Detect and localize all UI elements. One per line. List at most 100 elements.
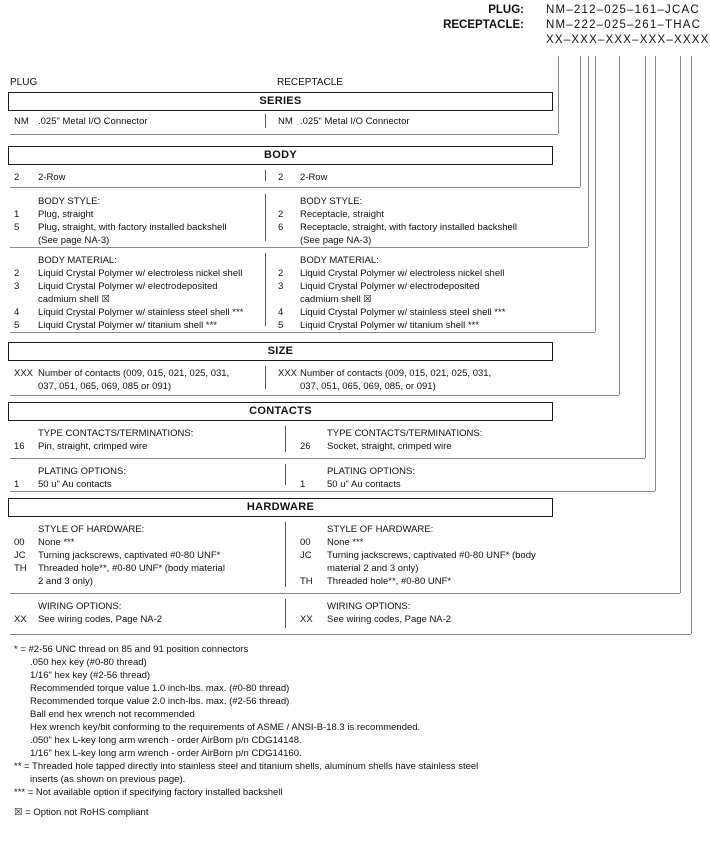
section-header-contacts: CONTACTS: [8, 402, 553, 421]
pointer-line: [645, 56, 646, 458]
pointer-line: [655, 56, 656, 491]
option-description: Liquid Crystal Polymer w/ electrodeposit…: [38, 281, 218, 305]
pointer-line: [595, 56, 596, 332]
option-code: 5: [278, 320, 284, 331]
option-description: Liquid Crystal Polymer w/ electrodeposit…: [300, 281, 480, 305]
part-number-mask-row: XX–XXX–XXX–XXX–XXXX: [443, 34, 708, 49]
block-heading: BODY MATERIAL:: [38, 255, 117, 266]
option-row: TH Threaded hole**, #0-80 UNF* (body mate…: [10, 562, 266, 588]
pointer-rule: [10, 458, 645, 459]
size-left-column: XXX Number of contacts (009, 015, 021, 02…: [10, 364, 266, 393]
pointer-rule: [10, 395, 619, 396]
option-description: .025" Metal I/O Connector: [300, 116, 410, 127]
pointer-rule: [10, 247, 588, 248]
column-divider: [265, 194, 266, 241]
column-divider: [285, 599, 286, 628]
option-description: Liquid Crystal Polymer w/ electroless ni…: [300, 268, 505, 279]
column-divider: [265, 253, 266, 326]
option-code: 26: [300, 441, 311, 452]
option-code: NM: [14, 116, 29, 127]
option-row: 2 Liquid Crystal Polymer w/ electroless n…: [268, 267, 552, 280]
option-description: Threaded hole**, #0-80 UNF* (body materi…: [38, 563, 225, 587]
option-code: XXX: [14, 368, 34, 379]
option-description: Liquid Crystal Polymer w/ electroless ni…: [38, 268, 243, 279]
option-code: 2: [278, 268, 284, 279]
pointer-line: [680, 56, 681, 593]
pointer-rule: [10, 593, 680, 594]
option-description: 2-Row: [38, 172, 66, 183]
option-code: 1: [14, 209, 20, 220]
column-divider: [285, 426, 286, 452]
option-code: 4: [278, 307, 284, 318]
option-code: JC: [14, 550, 26, 561]
option-row: XXX Number of contacts (009, 015, 021, 02…: [10, 367, 266, 393]
option-description: Turning jackscrews, captivated #0-80 UNF…: [38, 550, 221, 561]
option-code: XXX: [278, 368, 298, 379]
pointer-rule: [10, 332, 595, 333]
footnote-1: * = #2-56 UNC thread on 85 and 91 positi…: [14, 644, 421, 759]
option-description: Liquid Crystal Polymer w/ titanium shell…: [38, 320, 217, 331]
option-code: TH: [14, 563, 27, 574]
section-header-hardware: HARDWARE: [8, 498, 553, 517]
option-description: 50 u" Au contacts: [38, 479, 112, 490]
block-heading: TYPE CONTACTS/TERMINATIONS:: [38, 428, 194, 439]
section-title-size: SIZE: [267, 345, 294, 357]
receptacle-part-number: NM–222–025–261–THAC: [546, 19, 702, 31]
option-row: NM .025" Metal I/O Connector: [268, 115, 552, 128]
section-title-series: SERIES: [259, 95, 302, 107]
option-code: NM: [278, 116, 293, 127]
option-code: 6: [278, 222, 284, 233]
block-heading: WIRING OPTIONS:: [38, 601, 122, 612]
pointer-line: [691, 56, 692, 634]
option-code: 2: [278, 209, 284, 220]
option-description: Number of contacts (009, 015, 021, 025, …: [38, 368, 230, 392]
option-description: Liquid Crystal Polymer w/ stainless stee…: [38, 307, 244, 318]
series-right-column: NM .025" Metal I/O Connector: [268, 112, 552, 128]
option-code: 3: [14, 281, 20, 292]
block-heading: STYLE OF HARDWARE:: [38, 524, 145, 535]
block-heading: BODY STYLE:: [300, 196, 363, 207]
section-header-series: SERIES: [8, 92, 553, 111]
option-description: Receptacle, straight: [300, 209, 384, 220]
option-description: Liquid Crystal Polymer w/ titanium shell…: [300, 320, 479, 331]
option-description: Threaded hole**, #0-80 UNF*: [327, 576, 452, 587]
option-row: 3 Liquid Crystal Polymer w/ electrodeposi…: [10, 280, 266, 306]
option-row: XX See wiring codes, Page NA-2: [290, 613, 552, 626]
block-heading: BODY STYLE:: [38, 196, 101, 207]
pointer-rule: [10, 187, 580, 188]
plug-part-number: NM–212–025–161–JCAC: [546, 4, 700, 16]
section-header-body: BODY: [8, 146, 553, 165]
option-code: XX: [14, 614, 27, 625]
option-code: 16: [14, 441, 25, 452]
option-description: See wiring codes, Page NA-2: [327, 614, 452, 625]
option-code: 5: [14, 222, 20, 233]
pointer-rule: [10, 634, 691, 635]
option-code: XX: [300, 614, 313, 625]
column-label-plug: PLUG: [10, 77, 38, 88]
option-code: 2: [14, 268, 20, 279]
